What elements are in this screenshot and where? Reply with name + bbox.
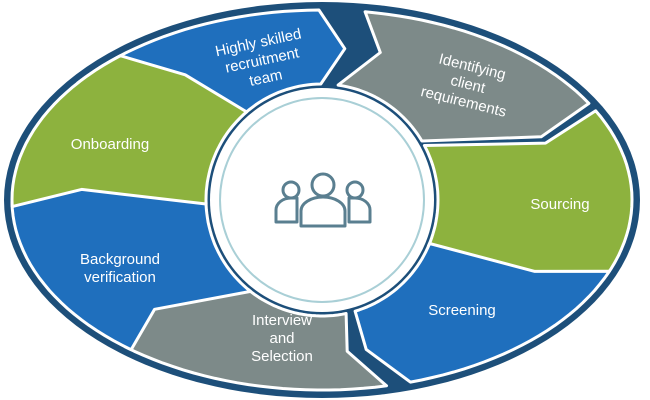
segment-label-line: Interview	[252, 312, 312, 329]
segment-screening	[353, 242, 611, 384]
segment-label-line: Background	[80, 251, 160, 268]
segment-client-requirements	[336, 10, 591, 143]
segment-label-line: Screening	[428, 302, 496, 319]
segments-layer	[4, 2, 640, 398]
segment-label-line: verification	[84, 269, 156, 286]
segment-label-line: Onboarding	[71, 136, 149, 153]
segment-label-line: and	[269, 330, 294, 347]
segment-label-line: Selection	[251, 348, 313, 365]
segment-recruitment-team	[76, 8, 347, 131]
segment-label-onboarding: Onboarding	[71, 136, 149, 153]
segment-onboarding	[10, 54, 249, 209]
segment-label-line: team	[248, 66, 284, 90]
center-hub	[210, 88, 434, 312]
people-group-icon	[274, 172, 372, 228]
segment-label-sourcing: Sourcing	[530, 196, 589, 213]
segment-label-screening: Screening	[428, 302, 496, 319]
segment-label-line: Sourcing	[530, 196, 589, 213]
